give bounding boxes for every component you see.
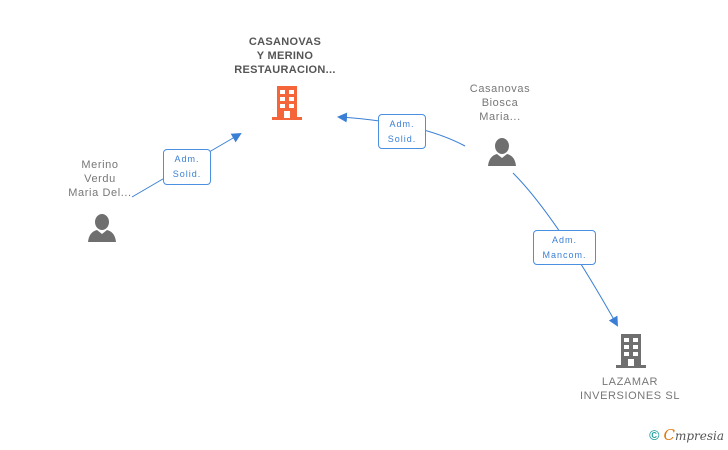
person-right-label[interactable]: Casanovas Biosca Maria... <box>469 83 531 123</box>
person-left-label[interactable]: Merino Verdu Maria Del... <box>68 159 132 199</box>
main-company-label[interactable]: CASANOVAS Y MERINO RESTAURACION... <box>234 36 336 76</box>
person-icon[interactable] <box>87 213 117 243</box>
copyright-icon: © <box>649 427 660 443</box>
building-icon[interactable] <box>615 334 647 368</box>
edge-label-bottom[interactable]: Adm. Mancom. <box>533 230 596 265</box>
edge-label-left[interactable]: Adm. Solid. <box>163 149 211 185</box>
person-icon[interactable] <box>487 137 517 167</box>
brand-name: Cmpresia <box>663 426 724 444</box>
edge-label-right[interactable]: Adm. Solid. <box>378 114 426 149</box>
company-bottom-label[interactable]: LAZAMAR INVERSIONES SL <box>579 376 681 402</box>
building-icon[interactable] <box>271 86 303 120</box>
brand-logo[interactable]: © Cmpresia <box>649 426 724 444</box>
